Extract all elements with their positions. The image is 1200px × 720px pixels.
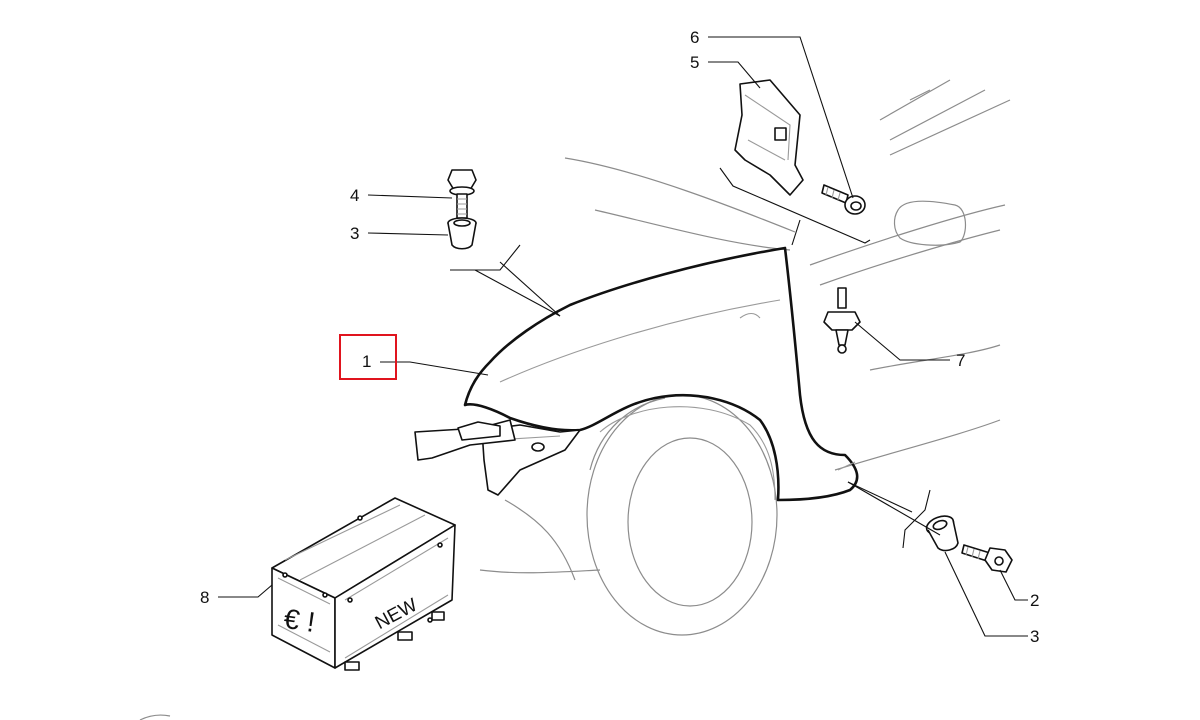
front-wheel [586, 394, 778, 636]
callout-1[interactable]: 1 [362, 352, 371, 371]
front-fender-part-1 [414, 246, 859, 502]
highlight-box-callout-1 [339, 334, 397, 380]
replacement-part-crate-8: € ! NEW [271, 497, 456, 671]
callout-5[interactable]: 5 [690, 53, 699, 72]
screw-part-2 [961, 544, 1013, 573]
callout-6[interactable]: 6 [690, 28, 699, 47]
car-body-outline [139, 79, 1011, 720]
screw-part-6 [821, 184, 866, 215]
clip-part-7 [823, 287, 861, 354]
side-mirror [893, 200, 966, 246]
callout-7[interactable]: 7 [956, 351, 965, 370]
crate-front-label: € ! [282, 603, 317, 638]
callout-numbers: 6 5 4 3 1 7 8 2 3 [200, 28, 1039, 646]
bushing-part-3-top [447, 217, 477, 250]
leader-lines [218, 36, 1028, 637]
callout-3-bottom[interactable]: 3 [1030, 627, 1039, 646]
callout-8[interactable]: 8 [200, 588, 209, 607]
callout-4[interactable]: 4 [350, 186, 359, 205]
bracket-part-5 [734, 79, 804, 196]
callout-3-top[interactable]: 3 [350, 224, 359, 243]
bolt-part-4 [447, 169, 477, 219]
bushing-part-3-bottom [925, 515, 959, 552]
callout-2[interactable]: 2 [1030, 591, 1039, 610]
